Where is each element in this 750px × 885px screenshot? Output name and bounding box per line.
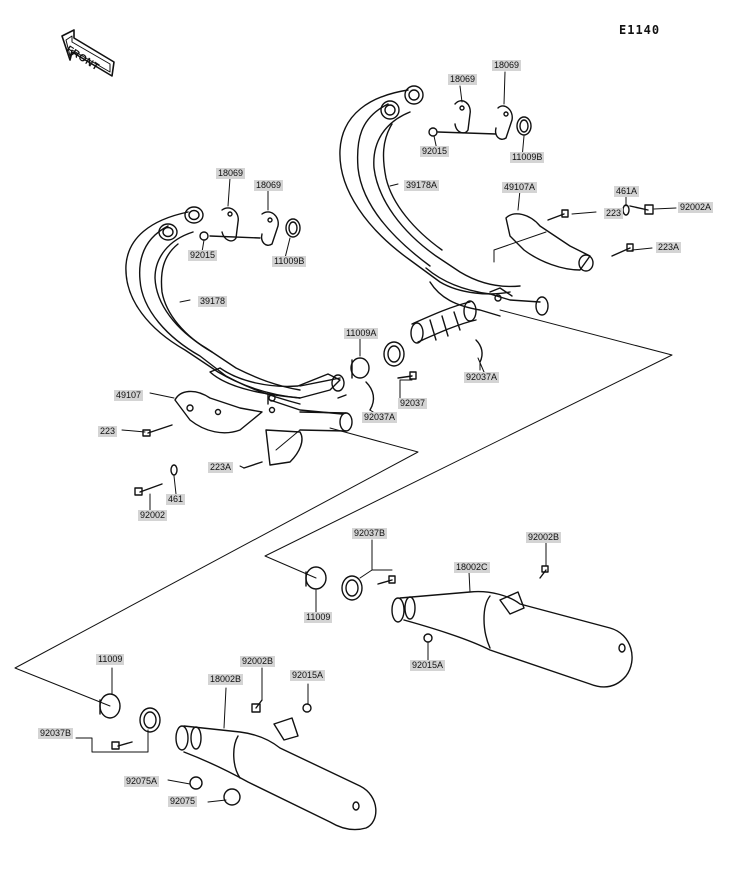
part-label-92015A[interactable]: 92015A [290, 670, 326, 681]
part-label-92015A[interactable]: 92015A [410, 660, 446, 671]
part-label-92037A[interactable]: 92037A [362, 412, 398, 423]
part-label-92037A[interactable]: 92037A [464, 372, 500, 383]
assembly-guide-lines [14, 71, 677, 803]
part-label-18069[interactable]: 18069 [216, 168, 246, 179]
part-label-92002[interactable]: 92002 [138, 510, 168, 521]
part-label-11009A[interactable]: 11009A [344, 328, 379, 339]
part-label-18002C[interactable]: 18002C [454, 562, 490, 573]
part-label-92015[interactable]: 92015 [188, 250, 218, 261]
part-label-11009B[interactable]: 11009B [272, 256, 307, 267]
bolts-left [134, 406, 276, 496]
exhaust-header-right [339, 85, 549, 344]
part-label-39178[interactable]: 39178 [198, 296, 228, 307]
part-label-49107A[interactable]: 49107A [502, 182, 538, 193]
part-label-92037B[interactable]: 92037B [352, 528, 388, 539]
part-label-18069[interactable]: 18069 [254, 180, 284, 191]
muffler-18002C [305, 565, 633, 688]
part-label-461[interactable]: 461 [166, 494, 186, 505]
muffler-18002B [99, 693, 377, 831]
part-label-39178A[interactable]: 39178A [404, 180, 440, 191]
part-label-18002B[interactable]: 18002B [208, 674, 244, 685]
clamp-18069-left [199, 207, 301, 246]
part-label-92075[interactable]: 92075 [168, 796, 198, 807]
bracket-49107 [174, 390, 303, 466]
exhaust-header-left [125, 206, 353, 432]
part-label-92002B[interactable]: 92002B [240, 656, 276, 667]
part-label-92075A[interactable]: 92075A [124, 776, 160, 787]
part-label-11009B[interactable]: 11009B [510, 152, 545, 163]
part-label-223[interactable]: 223 [98, 426, 118, 437]
part-label-18069[interactable]: 18069 [492, 60, 522, 71]
part-label-18069[interactable]: 18069 [448, 74, 478, 85]
part-label-11009[interactable]: 11009 [96, 654, 125, 665]
gaskets-middle [337, 341, 417, 411]
bracket-49107A [475, 204, 654, 363]
part-label-92015[interactable]: 92015 [420, 146, 450, 157]
part-label-223A[interactable]: 223A [208, 462, 234, 473]
part-label-92002A[interactable]: 92002A [678, 202, 714, 213]
clamp-18069-right [428, 100, 532, 140]
part-label-92037[interactable]: 92037 [398, 398, 428, 409]
part-label-223A[interactable]: 223A [656, 242, 682, 253]
part-label-49107[interactable]: 49107 [114, 390, 144, 401]
part-label-92002B[interactable]: 92002B [526, 532, 562, 543]
front-arrow-icon [61, 29, 115, 77]
part-label-92037B[interactable]: 92037B [38, 728, 74, 739]
figure-id: E1140 [619, 23, 661, 37]
part-label-461A[interactable]: 461A [614, 186, 640, 197]
part-label-11009[interactable]: 11009 [304, 612, 333, 623]
part-label-223[interactable]: 223 [604, 208, 624, 219]
